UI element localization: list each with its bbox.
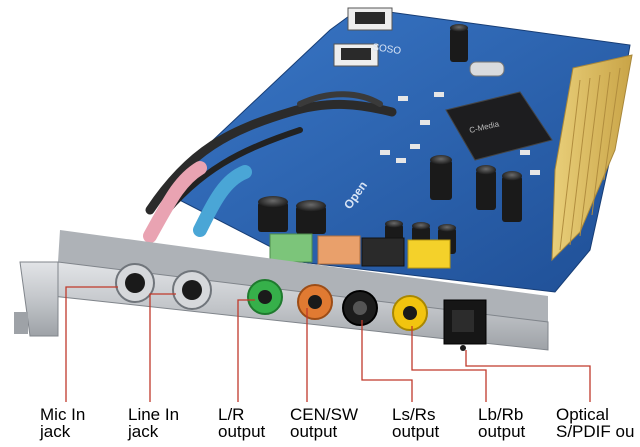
leader-lsrs: [361, 320, 413, 402]
label-line-in-line1: Line In: [128, 405, 180, 424]
jack-housings: [269, 233, 451, 269]
label-optical-output-line2: S/PDIF ou: [556, 422, 635, 441]
label-lbrb-output: Lb/Rb output: [478, 406, 525, 440]
lr-output-port: [247, 279, 283, 315]
crystal-oscillator: [469, 61, 505, 77]
capacitors: [258, 24, 522, 254]
label-optical-output: Optical S/PDIF ou: [556, 406, 634, 440]
label-mic-in: Mic In jack: [40, 406, 85, 440]
header-connectors: [333, 7, 393, 67]
label-mic-in-line1: Mic In: [40, 405, 86, 424]
label-line-in: Line In jack: [128, 406, 179, 440]
label-lsrs-output-line1: Ls/Rs: [392, 405, 436, 424]
lbrb-output-port: [392, 295, 428, 331]
label-censw-output: CEN/SW output: [290, 406, 358, 440]
label-lsrs-output-line2: output: [392, 422, 440, 441]
label-optical-output-line1: Optical: [556, 405, 609, 424]
label-lr-output-line1: L/R: [218, 405, 245, 424]
leader-lr: [237, 299, 255, 402]
label-mic-in-line2: jack: [40, 422, 71, 441]
leader-line-in: [149, 293, 176, 402]
internal-cables: [143, 91, 397, 243]
label-censw-output-line2: output: [290, 422, 338, 441]
label-censw-output-line1: CEN/SW: [290, 405, 358, 424]
lsrs-output-port: [342, 290, 378, 326]
censw-output-port: [297, 284, 333, 320]
leader-lines: [65, 286, 591, 402]
pcb-model-text: SOSO: [372, 42, 402, 57]
label-lbrb-output-line2: output: [478, 422, 526, 441]
label-lbrb-output-line1: Lb/Rb: [478, 405, 524, 424]
leader-optical: [465, 350, 591, 402]
audio-chip: C-Media: [445, 91, 553, 161]
leader-lbrb: [411, 326, 487, 402]
smd-components: [380, 92, 540, 175]
line-in-port: [172, 270, 212, 310]
label-lsrs-output: Ls/Rs output: [392, 406, 439, 440]
optical-output-port: [443, 299, 487, 351]
leader-mic-in: [65, 286, 118, 402]
mic-in-port: [115, 263, 155, 303]
label-lr-output: L/R output: [218, 406, 265, 440]
label-line-in-line2: jack: [128, 422, 159, 441]
label-lr-output-line2: output: [218, 422, 266, 441]
